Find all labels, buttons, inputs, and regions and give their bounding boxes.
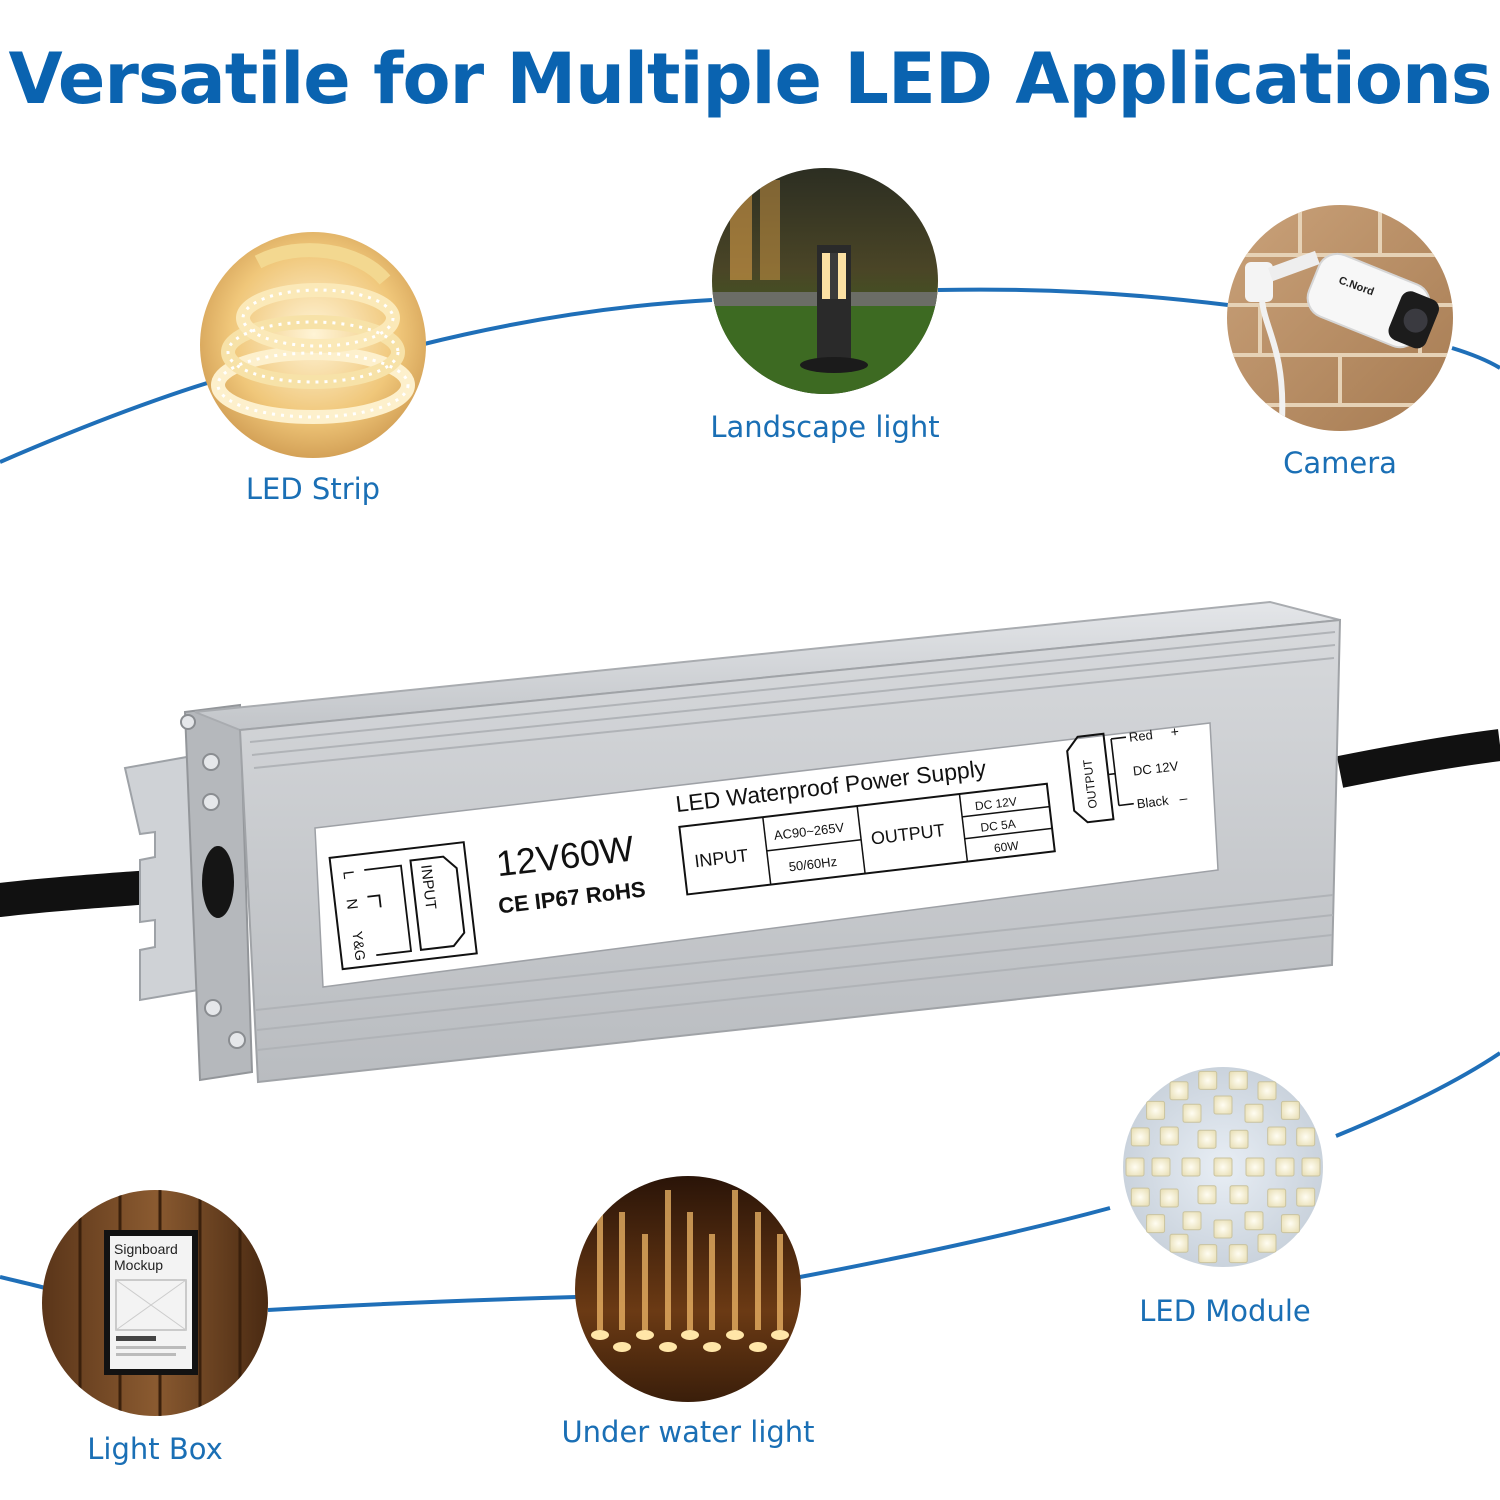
label-led-module: LED Module	[1139, 1294, 1311, 1328]
led-chip	[1275, 1157, 1295, 1177]
led-chip	[1197, 1129, 1217, 1149]
led-chip	[1182, 1211, 1202, 1231]
terminal-n: N	[343, 898, 361, 911]
led-chip	[1244, 1103, 1264, 1123]
water-light	[749, 1342, 767, 1352]
label-led-strip: LED Strip	[245, 472, 381, 506]
under-water-light-photo	[575, 1176, 801, 1402]
camera-photo: C.Nord	[1227, 205, 1453, 431]
water-jet	[597, 1190, 603, 1330]
led-chip	[1244, 1211, 1264, 1231]
led-chip	[1151, 1157, 1171, 1177]
led-chip	[1198, 1244, 1218, 1264]
signboard-line2: Mockup	[114, 1257, 163, 1273]
led-chip	[1267, 1188, 1287, 1208]
water-jet	[732, 1190, 738, 1330]
led-chip	[1267, 1126, 1287, 1146]
output-cable	[1336, 729, 1500, 788]
led-chip	[1296, 1127, 1316, 1147]
output-dc: DC 12V	[1132, 758, 1179, 778]
output-black: Black	[1136, 793, 1170, 812]
led-chip	[1169, 1081, 1189, 1101]
label-under-water-light: Under water light	[561, 1415, 815, 1449]
output-red: Red	[1128, 727, 1153, 745]
water-jet	[777, 1234, 783, 1330]
water-light	[636, 1330, 654, 1340]
connector-curve-bottom	[0, 1051, 1500, 1312]
led-chip	[1130, 1127, 1150, 1147]
signboard-line1: Signboard	[114, 1241, 178, 1257]
led-chip	[1213, 1095, 1233, 1115]
water-light	[703, 1342, 721, 1352]
landscape-light-photo	[712, 168, 938, 394]
input-terminal-box: INPUT	[417, 864, 439, 911]
output-voltage: DC 12V	[974, 794, 1017, 813]
led-chip	[1228, 1070, 1248, 1090]
led-chip	[1301, 1157, 1321, 1177]
water-light	[771, 1330, 789, 1340]
water-light	[726, 1330, 744, 1340]
led-chip	[1181, 1157, 1201, 1177]
led-chip	[1229, 1129, 1249, 1149]
led-chip	[1198, 1070, 1218, 1090]
water-jet	[619, 1212, 625, 1330]
water-jet	[665, 1190, 671, 1330]
water-light	[613, 1342, 631, 1352]
water-jet	[687, 1212, 693, 1330]
terminal-l: L	[339, 870, 357, 880]
terminal-ground: Y&G	[349, 930, 368, 961]
led-chip	[1197, 1185, 1217, 1205]
label-landscape-light: Landscape light	[710, 410, 940, 444]
input-frequency: 50/60Hz	[788, 854, 838, 875]
connector-curve-top	[0, 287, 1500, 464]
led-chip	[1257, 1081, 1277, 1101]
led-chip	[1125, 1157, 1145, 1177]
page-title: Versatile for Multiple LED Applications	[8, 38, 1493, 120]
led-chip	[1280, 1214, 1300, 1234]
label-camera: Camera	[1283, 446, 1397, 480]
led-chip	[1213, 1219, 1233, 1239]
led-chip	[1169, 1233, 1189, 1253]
led-chip	[1159, 1188, 1179, 1208]
water-jet	[755, 1212, 761, 1330]
led-strip-photo	[200, 232, 426, 458]
led-chip	[1280, 1100, 1300, 1120]
led-chip	[1146, 1214, 1166, 1234]
led-chip	[1130, 1187, 1150, 1207]
output-terminal-box: OUTPUT	[1080, 758, 1100, 809]
output-power: 60W	[993, 838, 1020, 855]
water-light	[591, 1330, 609, 1340]
led-chip	[1245, 1157, 1265, 1177]
light-box-photo: Signboard Mockup	[42, 1190, 268, 1416]
water-light	[681, 1330, 699, 1340]
led-chip	[1213, 1157, 1233, 1177]
led-chip	[1296, 1187, 1316, 1207]
water-jet	[709, 1234, 715, 1330]
led-chip	[1228, 1244, 1248, 1264]
water-light	[659, 1342, 677, 1352]
water-jet	[642, 1234, 648, 1330]
led-chip	[1257, 1233, 1277, 1253]
output-current: DC 5A	[980, 817, 1017, 835]
output-plus: +	[1170, 723, 1180, 740]
label-light-box: Light Box	[87, 1432, 223, 1466]
led-module-photo	[1110, 1054, 1336, 1280]
led-chip	[1159, 1126, 1179, 1146]
output-minus: –	[1179, 789, 1189, 806]
led-chip	[1182, 1103, 1202, 1123]
product-label: L N Y&G INPUT 12V60W CE IP67 RoHS LED Wa…	[314, 722, 1219, 988]
led-chip	[1146, 1100, 1166, 1120]
led-chip	[1229, 1185, 1249, 1205]
